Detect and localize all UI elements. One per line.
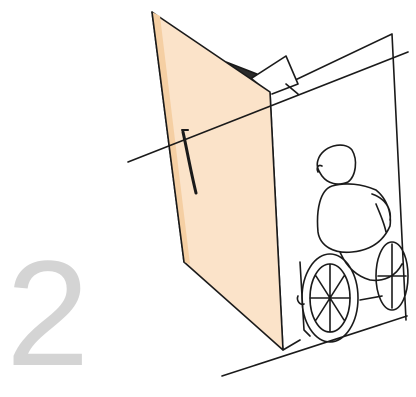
door-leaf [152,12,283,350]
door-illustration: 2 [0,0,416,385]
floor-line [222,316,407,376]
wheelchair-user-icon [297,145,408,342]
step-number: 2 [6,238,87,388]
